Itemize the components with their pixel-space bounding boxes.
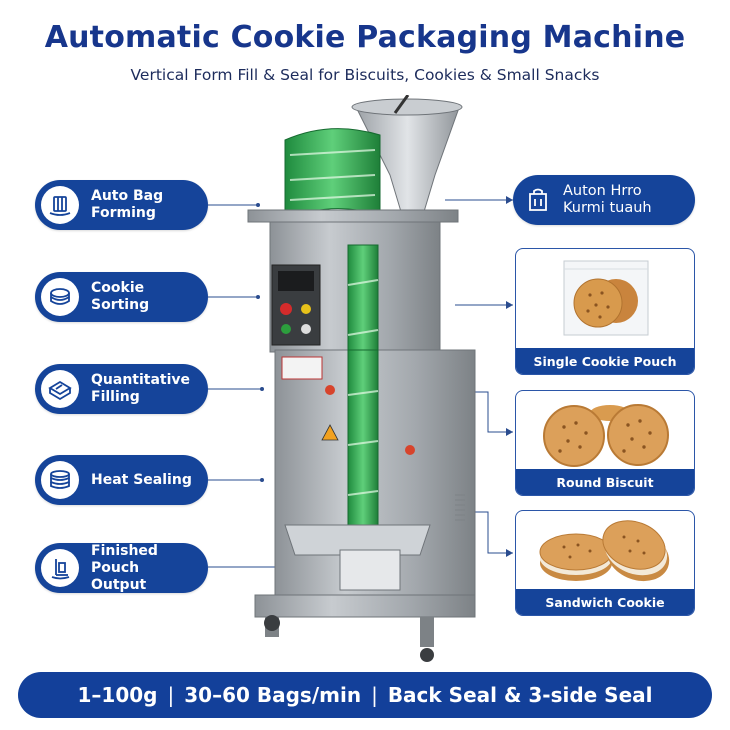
feature-label-line2: Output [91, 576, 147, 593]
feature-label-line1: Auto Bag [91, 188, 164, 204]
feature-label-line2: Kurmi tuauh [563, 200, 652, 216]
spec-separator: | [371, 683, 378, 707]
spec-seal: Back Seal & 3-side Seal [387, 683, 653, 707]
bag-icon [519, 181, 557, 219]
bag-forming-icon [41, 186, 79, 224]
stacked-disks-icon [41, 461, 79, 499]
feature-label-line1: Finished Pouch [91, 542, 158, 576]
feature-label-line2: Filling [91, 389, 140, 405]
feature-label-line2: Sorting [91, 297, 150, 313]
box-filling-icon [41, 370, 79, 408]
card-caption: Single Cookie Pouch [516, 348, 694, 374]
page-title: Automatic Cookie Packaging Machine [44, 20, 686, 55]
feature-label-line1: Cookie [91, 280, 145, 296]
round-biscuit-image [543, 404, 669, 467]
output-icon [41, 549, 79, 587]
feature-label-line2: Forming [91, 205, 156, 221]
product-card-sandwich-cookie: Sandwich Cookie [515, 510, 695, 616]
spec-speed: 30–60 Bags/min [184, 683, 362, 707]
page-subtitle: Vertical Form Fill & Seal for Biscuits, … [130, 66, 600, 84]
packaging-machine-illustration [247, 95, 476, 662]
cookie-stack-icon [41, 278, 79, 316]
spec-bar: 1–100g | 30–60 Bags/min | Back Seal & 3-… [18, 672, 712, 718]
feature-label-line1: Quantitative [91, 372, 191, 388]
card-caption: Round Biscuit [516, 469, 694, 495]
product-card-single-pouch: Single Cookie Pouch [515, 248, 695, 375]
spec-separator: | [167, 683, 175, 707]
single-cookie-pouch-image [563, 260, 649, 336]
spec-weight: 1–100g [77, 683, 158, 707]
sandwich-cookie-image [539, 520, 670, 582]
feature-heat-sealing: Heat Sealing [35, 455, 208, 505]
card-caption: Sandwich Cookie [516, 589, 694, 615]
product-card-round-biscuit: Round Biscuit [515, 390, 695, 496]
feature-label-line1: Auton Hrro [563, 183, 642, 199]
feature-label-line1: Heat Sealing [91, 471, 192, 488]
